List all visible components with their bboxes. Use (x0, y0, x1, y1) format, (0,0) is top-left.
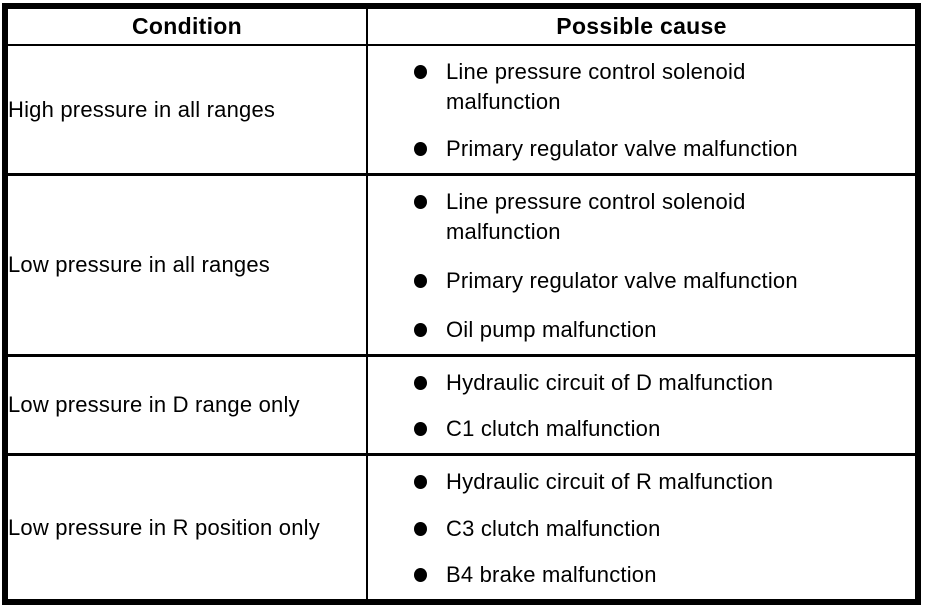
cause-item: Primary regulator valve malfunction (414, 134, 907, 164)
condition-cell: Low pressure in R position only (5, 454, 368, 602)
cause-text: Oil pump malfunction (446, 317, 657, 342)
bullet-icon (414, 521, 427, 536)
cause-text: Hydraulic circuit of D malfunction (446, 370, 774, 395)
table-row: Low pressure in all ranges Line pressure … (5, 174, 918, 357)
cause-cell: Hydraulic circuit of D malfunction C1 clu… (367, 355, 918, 456)
bullet-icon (414, 475, 427, 489)
cause-item: B4 brake malfunction (414, 560, 907, 590)
bullet-icon (414, 65, 427, 79)
condition-text: High pressure in all ranges (8, 96, 276, 122)
troubleshooting-table: Condition Possible cause High pressure i… (2, 3, 921, 605)
cause-text: Hydraulic circuit of R malfunction (446, 469, 774, 494)
possible-cause-column-header: Possible cause (367, 6, 918, 46)
bullet-icon (414, 195, 427, 209)
cause-item: Oil pump malfunction (414, 315, 907, 345)
condition-cell: Low pressure in all ranges (5, 174, 368, 357)
cause-list: Hydraulic circuit of D malfunction C1 clu… (368, 357, 915, 453)
cause-item: C1 clutch malfunction (414, 414, 907, 444)
bullet-icon (414, 323, 427, 337)
cause-cell: Line pressure control solenoid malfuncti… (367, 174, 918, 357)
cause-item: Line pressure control solenoid malfuncti… (414, 187, 907, 247)
cause-item: C3 clutch malfunction (414, 514, 907, 544)
cause-item: Hydraulic circuit of R malfunction (414, 467, 907, 497)
cause-text: Primary regulator valve malfunction (446, 268, 798, 293)
table-row: Low pressure in R position only Hydraulic… (5, 454, 918, 603)
cause-text: Line pressure control solenoid malfuncti… (446, 189, 746, 244)
cause-text: Line pressure control solenoid malfuncti… (446, 59, 746, 114)
cause-list: Hydraulic circuit of R malfunction C3 clu… (368, 456, 915, 599)
cause-text: B4 brake malfunction (446, 562, 657, 587)
bullet-icon (414, 274, 427, 288)
cause-list: Line pressure control solenoid malfuncti… (368, 46, 915, 173)
cause-item: Line pressure control solenoid malfuncti… (414, 57, 907, 117)
cause-item: Hydraulic circuit of D malfunction (414, 368, 907, 398)
bullet-icon (414, 142, 427, 156)
condition-cell: Low pressure in D range only (5, 355, 368, 456)
condition-column-header: Condition (5, 6, 368, 46)
table-header-row: Condition Possible cause (5, 6, 918, 46)
cause-list: Line pressure control solenoid malfuncti… (368, 176, 915, 354)
bullet-icon (414, 568, 427, 582)
table-row: Low pressure in D range only Hydraulic ci… (5, 355, 918, 456)
condition-text: Low pressure in R position only (8, 514, 320, 540)
cause-text: Primary regulator valve malfunction (446, 136, 798, 161)
bullet-icon (414, 376, 427, 390)
cause-cell: Line pressure control solenoid malfuncti… (367, 45, 918, 176)
condition-text: Low pressure in D range only (8, 392, 300, 417)
table-row: High pressure in all ranges Line pressure… (5, 45, 918, 176)
cause-item: Primary regulator valve malfunction (414, 266, 907, 296)
cause-cell: Hydraulic circuit of R malfunction C3 clu… (367, 455, 918, 603)
cause-text: C3 clutch malfunction (446, 515, 661, 541)
condition-text: Low pressure in all ranges (8, 252, 271, 277)
bullet-icon (414, 422, 427, 436)
condition-cell: High pressure in all ranges (5, 45, 368, 176)
cause-text: C1 clutch malfunction (446, 416, 661, 441)
